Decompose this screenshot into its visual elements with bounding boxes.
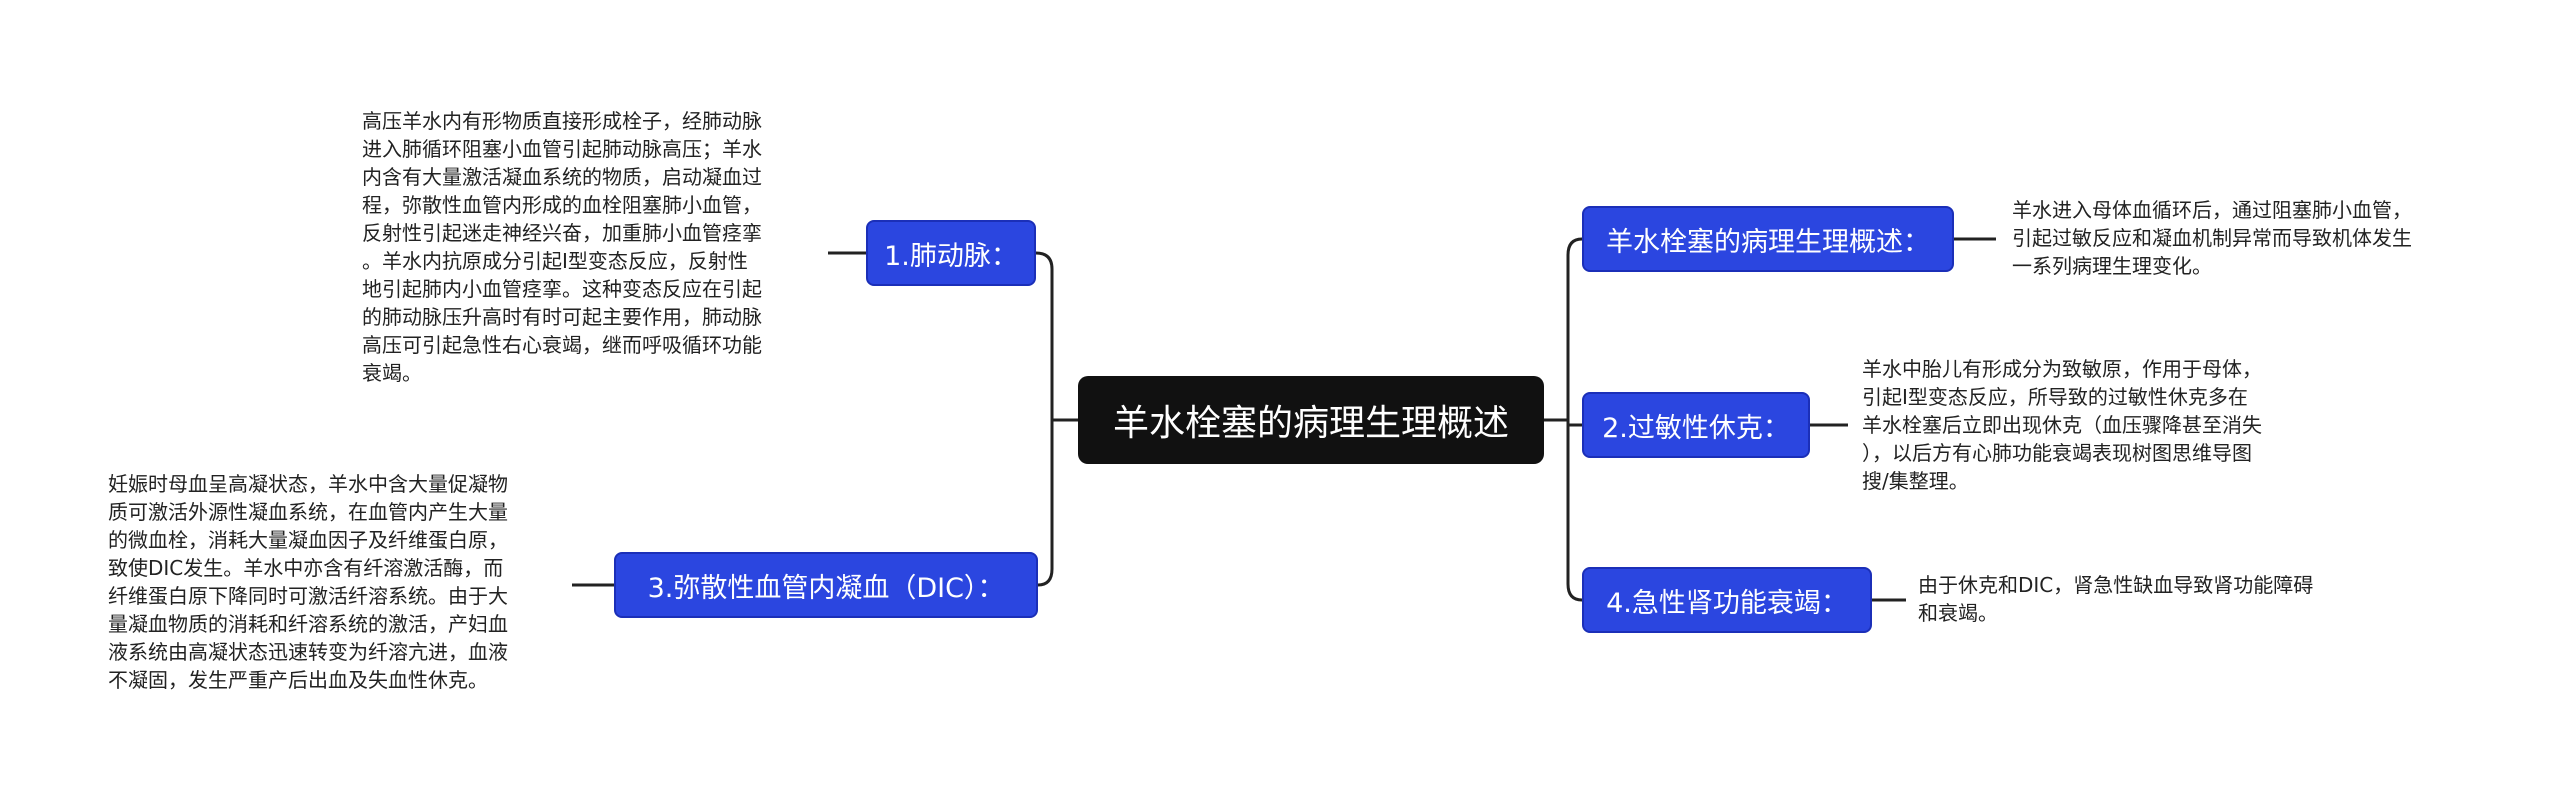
connector-left-trunk [1035, 251, 1054, 587]
detail-dic: 妊娠时母血呈高凝状态，羊水中含大量促凝物 质可激活外源性凝血系统，在血管内产生大… [108, 472, 508, 692]
connector-right-trunk [1566, 237, 1583, 602]
detail-pulmonary-artery: 高压羊水内有形物质直接形成栓子，经肺动脉 进入肺循环阻塞小血管引起肺动脉高压；羊… [362, 109, 762, 385]
branch-dic[interactable]: 3.弥散性血管内凝血（DIC）： [614, 552, 1038, 618]
branch-overview[interactable]: 羊水栓塞的病理生理概述： [1582, 206, 1954, 272]
root-topic[interactable]: 羊水栓塞的病理生理概述 [1078, 376, 1544, 464]
branch-acute-renal-failure[interactable]: 4.急性肾功能衰竭： [1582, 567, 1872, 633]
detail-anaphylactic-shock: 羊水中胎儿有形成分为致敏原，作用于母体， 引起Ⅰ型变态反应，所导致的过敏性休克多… [1862, 357, 2262, 493]
detail-overview: 羊水进入母体血循环后，通过阻塞肺小血管， 引起过敏反应和凝血机制异常而导致机体发… [2012, 198, 2412, 278]
detail-acute-renal-failure: 由于休克和DIC，肾急性缺血导致肾功能障碍 和衰竭。 [1918, 573, 2314, 625]
branch-pulmonary-artery[interactable]: 1.肺动脉： [866, 220, 1036, 286]
branch-anaphylactic-shock[interactable]: 2.过敏性休克： [1582, 392, 1810, 458]
